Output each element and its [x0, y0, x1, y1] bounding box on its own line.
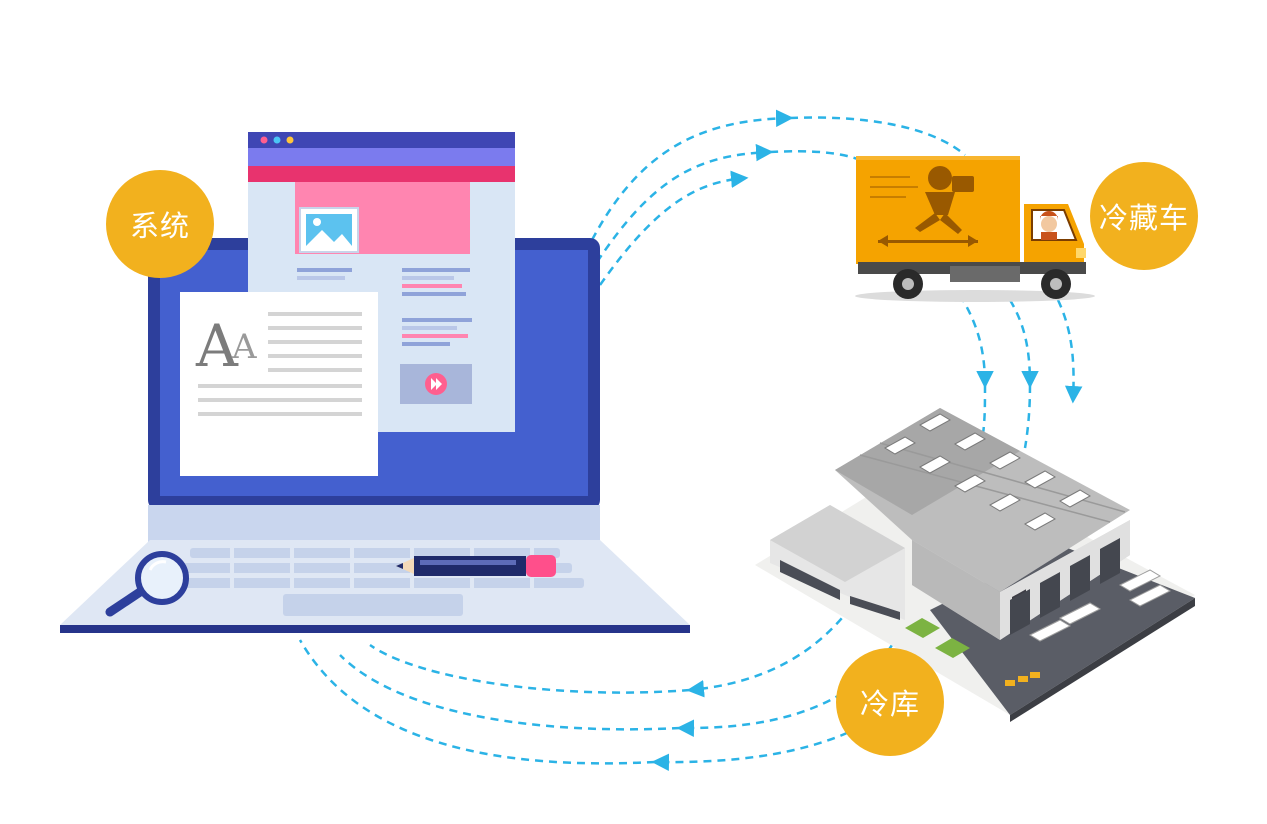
- flow-system-to-truck: [590, 109, 966, 286]
- magnifier-icon: [105, 551, 189, 617]
- web-page-icon: [248, 132, 515, 432]
- driver-icon: [1040, 211, 1058, 240]
- svg-text:A: A: [195, 312, 239, 380]
- warehouse-label-badge: 冷库: [836, 648, 944, 756]
- flow-warehouse-to-system: [298, 559, 932, 771]
- play-button-icon: [400, 364, 472, 404]
- refrigerated-truck-icon: [855, 156, 1095, 302]
- cold-storage-warehouse-icon: [755, 408, 1195, 722]
- svg-text:A: A: [231, 327, 257, 367]
- warehouse-label: 冷库: [859, 687, 920, 721]
- truck-label-badge: 冷藏车: [1090, 162, 1198, 270]
- system-label: 系统: [129, 209, 190, 243]
- image-placeholder-icon: [299, 207, 359, 253]
- document-icon: A A: [180, 292, 378, 476]
- truck-label: 冷藏车: [1098, 201, 1189, 235]
- pen-icon: [396, 555, 556, 577]
- system-label-badge: 系统: [106, 170, 214, 278]
- courier-decal: [870, 166, 978, 247]
- flow-truck-to-warehouse: [958, 294, 1083, 451]
